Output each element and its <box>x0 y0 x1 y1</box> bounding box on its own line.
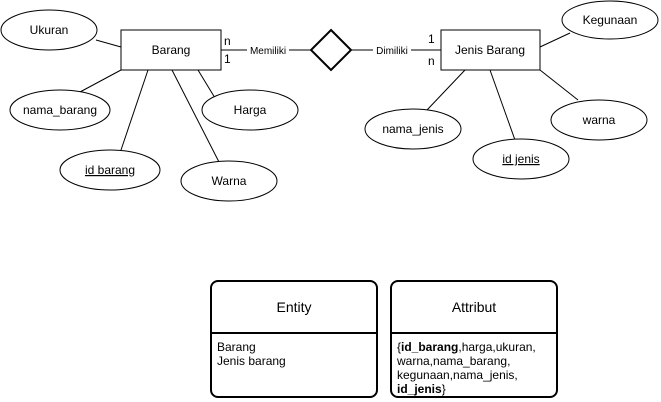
attribut-panel-body: {id_barang,harga,ukuran, warna,nama_bara… <box>392 334 556 396</box>
attr-nama-barang-label: nama_barang <box>23 103 97 117</box>
attr-id-jenis-label: id jenis <box>502 152 539 166</box>
relationship-diamond <box>309 28 353 72</box>
cardinality-jenis-1: 1 <box>428 32 435 46</box>
label-bg-left <box>247 43 289 57</box>
connector-nama-barang <box>79 69 122 93</box>
entity-panel-line: Jenis barang <box>217 354 286 368</box>
connector-id-barang <box>119 69 149 154</box>
attr-warna-jenis-ellipse <box>550 99 648 141</box>
entity-barang-box <box>120 29 222 71</box>
entity-jenis-barang-box <box>440 29 541 71</box>
label-bg-right <box>373 43 411 57</box>
attr-nama-jenis-label: nama_jenis <box>382 122 443 136</box>
connector-warna-jenis <box>539 69 579 101</box>
attr-warna-ellipse <box>180 160 278 202</box>
entity-panel-body: Barang Jenis barang <box>212 334 376 374</box>
entity-panel: Entity Barang Jenis barang <box>210 280 378 398</box>
attr-id-jenis-ellipse <box>472 138 570 180</box>
attr-harga-ellipse <box>201 89 299 131</box>
attr-harga-label: Harga <box>234 103 267 117</box>
attribut-panel: Attribut {id_barang,harga,ukuran, warna,… <box>390 280 558 398</box>
attr-warna-jenis-label: warna <box>582 113 616 127</box>
entity-jenis-barang-label: Jenis Barang <box>455 43 525 57</box>
attribut-line-2: warna,nama_barang, <box>397 354 511 368</box>
open-brace: { <box>397 340 402 354</box>
entity-panel-title: Entity <box>212 282 376 334</box>
connector-ukuran <box>95 39 122 48</box>
attr-warna-label: Warna <box>212 174 247 188</box>
attr-id-barang-ellipse <box>59 149 161 191</box>
attr-ukuran-ellipse <box>0 9 98 51</box>
cardinality-jenis-n: n <box>428 54 435 68</box>
attribut-line-1: {id_barang,harga,ukuran, <box>397 340 551 354</box>
attr-kegunaan-label: Kegunaan <box>583 13 638 27</box>
attribut-rest-line1: ,harga,ukuran, <box>458 340 536 354</box>
relationship-label-memiliki: Memiliki <box>250 46 286 57</box>
connector-harga <box>197 69 216 99</box>
entity-barang-label: Barang <box>152 43 191 57</box>
er-diagram: Barang Jenis Barang Memiliki Dimiliki n … <box>0 0 659 202</box>
attribut-line-3: kegunaan,nama_jenis, <box>397 368 518 382</box>
attribut-line-4: id_jenis} <box>397 382 551 396</box>
entity-panel-line: Barang <box>217 340 256 354</box>
attr-kegunaan-ellipse <box>561 0 659 40</box>
attribut-id-barang: id_barang <box>401 340 459 354</box>
attr-nama-jenis-ellipse <box>364 108 462 150</box>
attr-nama-barang-ellipse <box>9 89 111 131</box>
connector-id-jenis <box>489 69 516 141</box>
attr-ukuran-label: Ukuran <box>30 23 69 37</box>
cardinality-barang-1: 1 <box>224 52 231 66</box>
attribut-id-jenis: id_jenis <box>397 382 442 396</box>
attr-id-barang-label: id barang <box>85 163 135 177</box>
relationship-label-dimiliki: Dimiliki <box>376 46 408 57</box>
connector-warna <box>171 69 220 163</box>
cardinality-barang-n: n <box>224 34 231 48</box>
connector-kegunaan <box>539 32 571 48</box>
connector-nama-jenis <box>426 69 466 111</box>
close-brace: } <box>441 382 446 396</box>
attribut-panel-title: Attribut <box>392 282 556 334</box>
